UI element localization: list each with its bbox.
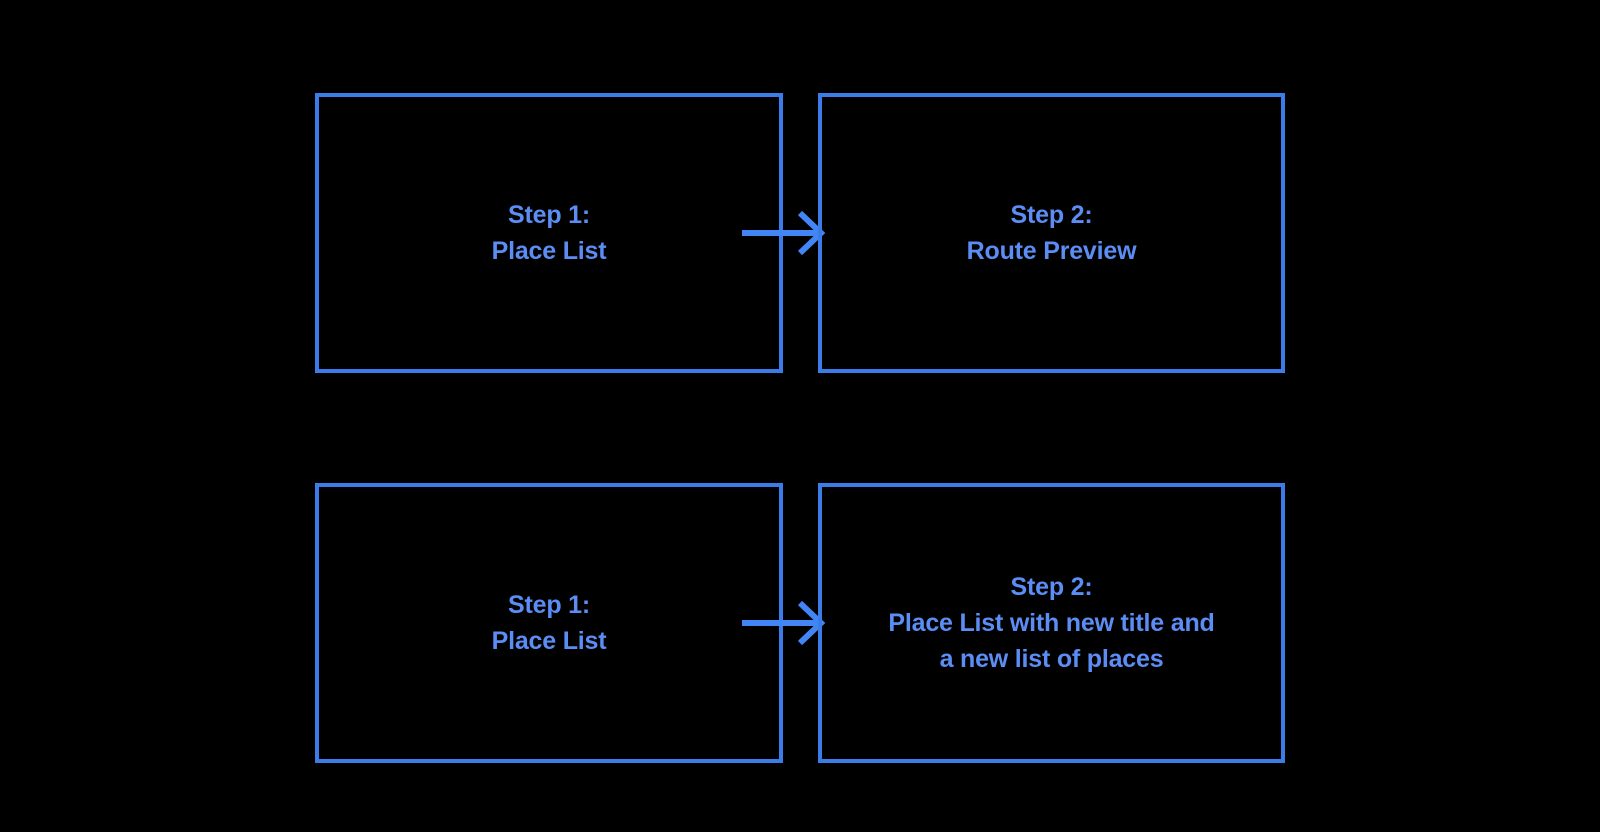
- arrow-right-icon: [742, 600, 826, 646]
- flow-arrow-right-top: [742, 196, 826, 270]
- flow-node-label: Step 2: Place List with new title and a …: [888, 573, 1215, 673]
- flow-arrow-right-bottom: [742, 586, 826, 660]
- flow-node-label: Step 2: Route Preview: [966, 201, 1137, 265]
- arrow-right-icon: [742, 210, 826, 256]
- flow-node-step2-route-preview[interactable]: Step 2: Route Preview: [818, 93, 1285, 373]
- flow-node-step2-new-place-list[interactable]: Step 2: Place List with new title and a …: [818, 483, 1285, 763]
- flow-node-label: Step 1: Place List: [491, 591, 607, 655]
- flow-row-new-place-list: Step 1: Place List Step 2: Place List wi…: [0, 483, 1600, 763]
- flow-node-step1-place-list-top[interactable]: Step 1: Place List: [315, 93, 783, 373]
- flow-row-route-preview: Step 1: Place List Step 2: Route Preview: [0, 93, 1600, 373]
- flow-node-label: Step 1: Place List: [491, 201, 607, 265]
- flow-node-step1-place-list-bottom[interactable]: Step 1: Place List: [315, 483, 783, 763]
